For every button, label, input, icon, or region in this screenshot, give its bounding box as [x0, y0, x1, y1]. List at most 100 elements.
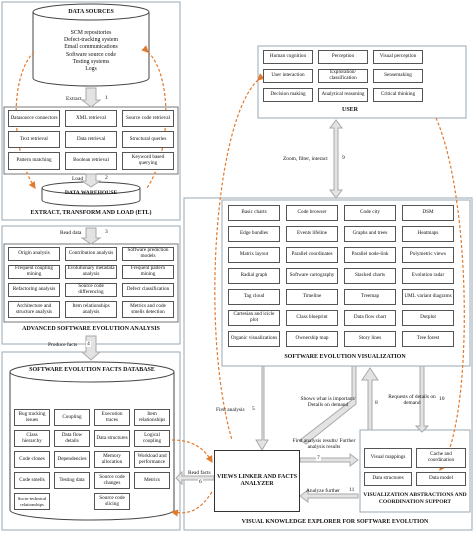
user-box: Decision making — [263, 88, 313, 102]
analysis-box: Defect classification — [122, 283, 174, 297]
etl-title: EXTRACT, TRANSFORM AND LOAD (ETL) — [30, 210, 152, 216]
analysis-box: Frequent coupling mining — [8, 265, 60, 279]
viz-box: Organic visualizations — [228, 331, 280, 347]
user-box: Analytical reasoning — [318, 88, 368, 102]
data-source-item: SCM repositories — [70, 30, 112, 36]
fact-box: Execution traces — [94, 409, 130, 426]
read-facts-number: 6 — [198, 479, 203, 485]
viz-box: Class blueprint — [286, 310, 338, 326]
user-box: Human cognition — [263, 50, 313, 64]
data-source-item: Testing systems — [72, 58, 110, 65]
vac-title: VISUALIZATION ABSTRACTIONS AND COORDINAT… — [363, 492, 467, 505]
viz-box: Cartesian and icicle plot — [228, 310, 280, 326]
fact-box: Source code slicing — [94, 493, 130, 510]
fact-box: Dependencies — [54, 451, 90, 468]
retrieval-box: Text retrieval — [8, 131, 60, 148]
viz-box: Software cartography — [286, 268, 338, 284]
analyze-label: Analyze further — [306, 488, 340, 494]
vac-box: Cache and coordination — [416, 448, 466, 468]
data-source-item: Email communications — [64, 44, 118, 51]
analysis-title: ADVANCED SOFTWARE EVOLUTION ANALYSIS — [22, 326, 160, 332]
produce-facts-number: 4 — [86, 341, 91, 347]
read-data-number: 3 — [104, 229, 109, 235]
viz-title: SOFTWARE EVOLUTION VISUALIZATION — [284, 354, 406, 360]
user-box: Exploration/ classification — [318, 69, 368, 83]
data-source-item: Software source code — [66, 51, 116, 58]
analysis-box: Metrics and code smells detection — [122, 301, 174, 318]
produce-facts-label: Produce facts — [48, 342, 78, 348]
viz-box: Dotplot — [402, 310, 454, 326]
viz-box: Parallel node-link — [344, 247, 396, 263]
fact-box: Class hierarchy — [14, 430, 50, 447]
analysis-box: Refactoring analysis — [8, 283, 60, 297]
retrieval-box: Structural queries — [122, 131, 174, 148]
viz-box: Matrix layout — [228, 247, 280, 263]
analysis-box: Evolutionary metadata analysis — [65, 265, 117, 279]
linker-box: VIEWS LINKER AND FACTS ANALYZER — [214, 450, 300, 512]
fact-box: Source code changes — [94, 472, 130, 489]
load-label: Load — [72, 176, 84, 182]
zoom-number: 9 — [341, 155, 346, 161]
explorer-title: VISUAL KNOWLEDGE EXPLORER FOR SOFTWARE E… — [241, 519, 429, 525]
zoom-label: Zoom, filter, interact — [283, 156, 328, 162]
retrieval-box: Keyword based querying — [122, 152, 174, 170]
viz-box: Ownership map — [286, 331, 338, 347]
facts-db-title: SOFTWARE EVOLUTION FACTS DATABASE — [29, 367, 155, 373]
first-analysis-label: First analysis — [216, 407, 245, 413]
fact-box: Metrics — [134, 472, 170, 489]
data-source-item: Defect-tracking system — [64, 37, 118, 44]
retrieval-box: Source code retrieval — [122, 110, 174, 127]
analysis-box: Frequent pattern mining — [122, 265, 174, 279]
results-number: 7 — [316, 455, 321, 461]
user-box: Sensemaking — [373, 69, 423, 83]
vac-box: Data model — [416, 472, 466, 486]
viz-box: Evolution radar — [402, 268, 454, 284]
viz-box: Graphs and trees — [344, 226, 396, 242]
viz-box: DSM — [402, 205, 454, 221]
analysis-box: Origin analysis — [8, 247, 60, 261]
fact-box: Data structures — [94, 430, 130, 447]
fact-box: Logical coupling — [134, 430, 170, 447]
data-warehouse-title: DATA WAREHOUSE — [64, 190, 118, 196]
viz-box: Code city — [344, 205, 396, 221]
fact-box: Testing data — [54, 472, 90, 489]
analysis-box: Item relationships analysis — [65, 301, 117, 318]
extract-number: 1 — [104, 95, 109, 101]
data-source-item: Logs — [85, 66, 97, 73]
user-box: Visual perception — [373, 50, 423, 64]
viz-box: Story lines — [344, 331, 396, 347]
viz-box: Basic charts — [228, 205, 280, 221]
data-sources-list: SCM repositories Defect-tracking system … — [50, 30, 132, 73]
user-box: User interaction — [263, 69, 313, 83]
fact-box: Workload and performance — [134, 451, 170, 468]
retrieval-box: Boolean retrieval — [65, 152, 117, 170]
fact-box: Code smells — [14, 472, 50, 489]
retrieval-box: Datasource connectors — [8, 110, 60, 127]
viz-box: Events lifeline — [286, 226, 338, 242]
fact-box: Coupling — [54, 409, 90, 426]
read-facts-label: Read facts — [188, 470, 211, 476]
analyze-number: 11 — [348, 487, 356, 493]
retrieval-box: XML retrieval — [65, 110, 117, 127]
load-number: 2 — [104, 175, 109, 181]
viz-box: Tree forest — [402, 331, 454, 347]
viz-box: Heatmaps — [402, 226, 454, 242]
user-title: USER — [341, 107, 358, 113]
first-analysis-number: 5 — [251, 406, 256, 412]
viz-box: Code browser — [286, 205, 338, 221]
extract-label: Extract — [66, 96, 82, 102]
requests-number: 10 — [438, 396, 446, 402]
data-sources-title: DATA SOURCES — [68, 9, 114, 15]
analysis-box: Architecture and structure analysis — [8, 301, 60, 318]
fact-box: Bug tracking issues — [14, 409, 50, 426]
vac-box: Visual mappings — [364, 448, 412, 468]
analysis-box: Software prediction models — [122, 247, 174, 261]
shows-number: 8 — [374, 400, 379, 406]
viz-box: Polymetric views — [402, 247, 454, 263]
retrieval-box: Data retrieval — [65, 131, 117, 148]
viz-box: Parallel coordinates — [286, 247, 338, 263]
read-data-label: Read data — [60, 230, 82, 236]
viz-box: Data flow chart — [344, 310, 396, 326]
